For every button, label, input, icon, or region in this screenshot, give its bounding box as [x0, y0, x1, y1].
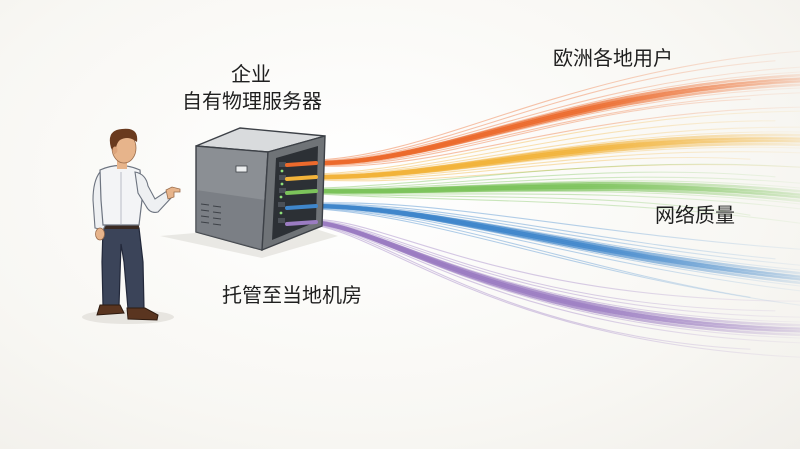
server-port [279, 162, 286, 167]
cable-stub [285, 204, 318, 210]
flow-line [310, 205, 800, 285]
flow-line [311, 66, 800, 163]
flow-line [311, 60, 776, 162]
server-icon [195, 127, 326, 252]
flow-line [311, 163, 800, 189]
flow-line [311, 222, 800, 344]
users-caption: 欧洲各地用户 [553, 46, 673, 70]
flow-line [311, 106, 800, 167]
flow-line [311, 224, 800, 358]
flow-line [311, 98, 751, 166]
server-caption-line2: 自有物理服务器 [182, 89, 322, 113]
flow-line [311, 193, 800, 224]
flow-line [311, 110, 800, 175]
flow-line [311, 126, 800, 177]
server-side-shade [196, 190, 265, 250]
server-port [278, 218, 285, 223]
flow-line [311, 206, 800, 287]
flow-line [311, 176, 800, 191]
person-icon [82, 128, 181, 324]
flow-line [311, 204, 800, 266]
flow-line [310, 142, 800, 179]
flow-line [311, 222, 800, 339]
status-led-icon [279, 211, 283, 215]
cable-stub [285, 220, 318, 226]
flow-line [310, 83, 800, 165]
server-vents [200, 203, 222, 226]
person-pants [101, 227, 145, 310]
flow-line [311, 207, 751, 298]
flow-line [311, 206, 800, 292]
flow-line [311, 156, 751, 181]
person-hand-right [165, 186, 181, 200]
server-port [279, 175, 286, 180]
person-ear [112, 146, 118, 154]
flow-line [311, 151, 800, 180]
status-led-icon [279, 195, 283, 199]
flow-line [311, 50, 800, 161]
flow-line [311, 192, 751, 216]
flow-line [310, 221, 800, 337]
flow-line [311, 202, 800, 250]
hosting-caption: 托管至当地机房 [222, 283, 362, 307]
cable-stub [285, 175, 318, 181]
status-led-icon [280, 182, 284, 186]
cable-stub [285, 161, 318, 167]
network-caption: 网络质量 [655, 203, 735, 227]
server-caption-line1: 企业 [231, 62, 271, 86]
server-label-plate [235, 165, 248, 173]
status-led-icon [280, 169, 284, 173]
cable-stub [285, 189, 318, 195]
flow-line [311, 223, 751, 350]
flow-line [311, 203, 776, 260]
person-hand-left [95, 227, 105, 241]
person-hair [109, 128, 138, 154]
server-port [279, 188, 286, 193]
network-flows [309, 50, 800, 358]
flow-line [311, 171, 776, 190]
flow-line [311, 146, 800, 179]
server-ports [278, 162, 286, 223]
flow-line [311, 191, 800, 210]
flow-line [311, 208, 800, 306]
flow-line [311, 190, 800, 205]
server-port [278, 202, 285, 207]
person-belt [103, 223, 139, 229]
flow-line [311, 219, 776, 312]
flow-line [311, 120, 776, 176]
flow-line [311, 92, 800, 165]
flow-line [311, 87, 800, 165]
person-shoe-right [126, 307, 159, 321]
person-shoe-left [96, 304, 125, 316]
person-neck [117, 158, 127, 169]
server-cables [285, 161, 318, 226]
flow-line [311, 218, 800, 302]
flow-line [311, 220, 800, 318]
